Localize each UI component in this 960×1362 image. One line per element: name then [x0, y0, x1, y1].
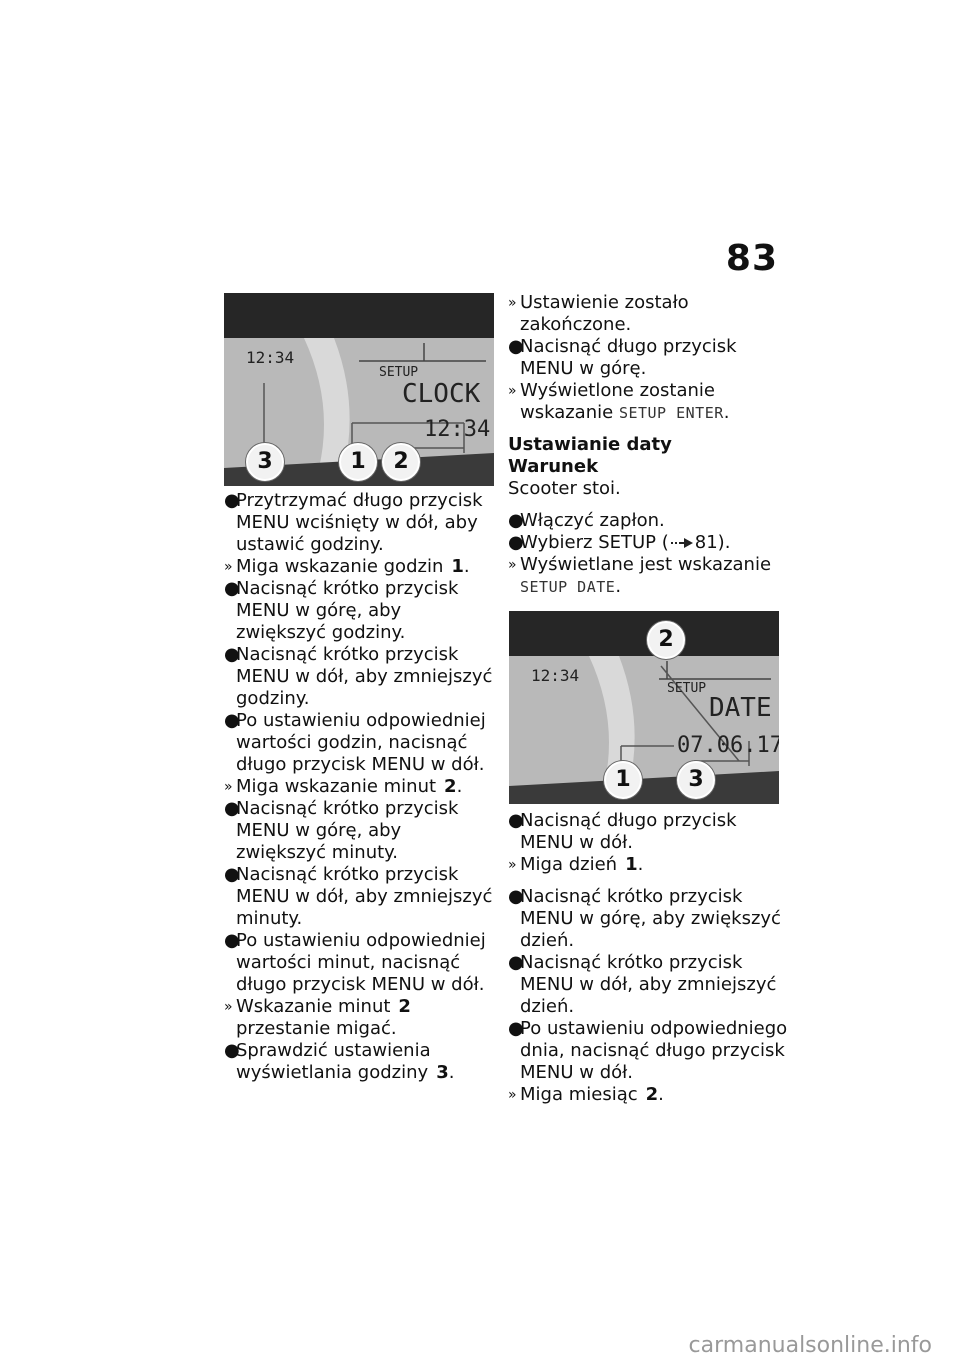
instruction-step: ●Nacisnąć krótko przycisk MENU w górę, a… — [224, 578, 459, 643]
instruction-step: ●Po ustawieniu odpowiedniej wartości min… — [224, 930, 486, 995]
setup-label: SETUP — [667, 681, 707, 696]
instruction-step: ●Sprawdzić ustawienia wyświetlania godzi… — [224, 1040, 455, 1083]
clock-big-readout: 12:34 — [424, 417, 491, 442]
instruction-step: ●Wybierz SETUP (81). — [508, 532, 731, 553]
callout-2: 2 — [647, 621, 685, 659]
instruction-step: ●Nacisnąć krótko przycisk MENU w dół, ab… — [508, 952, 777, 1017]
clock-small-readout: 12:34 — [531, 666, 580, 685]
instruction-step: ●Nacisnąć krótko przycisk MENU w górę, a… — [224, 798, 459, 863]
right-column-instructions-lower: ●Nacisnąć długo przycisk MENU w dół. »Mi… — [508, 810, 788, 1106]
instruction-step: ●Włączyć zapłon. — [508, 510, 665, 531]
left-column-instructions: ●Przytrzymać długo przycisk MENU wciśnię… — [224, 490, 496, 1084]
dashboard-date-figure: 12:34 SETUP DATE 07.06.17 2 1 3 — [509, 611, 779, 804]
condition-text: Scooter stoi. — [508, 478, 621, 499]
site-watermark: carmanualsonline.info — [688, 1333, 932, 1358]
callout-2: 2 — [382, 443, 420, 481]
instruction-step: ●Nacisnąć krótko przycisk MENU w dół, ab… — [224, 864, 493, 929]
instruction-step: ●Nacisnąć krótko przycisk MENU w górę, a… — [508, 886, 781, 951]
instruction-step: ●Przytrzymać długo przycisk MENU wciśnię… — [224, 490, 483, 555]
right-column-instructions: »Ustawienie zostało zakończone. ●Nacisną… — [508, 292, 788, 598]
instruction-step: ●Nacisnąć długo przycisk MENU w górę. — [508, 336, 737, 379]
callout-1: 1 — [604, 761, 642, 799]
result-step: »Wyświetlane jest wskazanie SETUP DATE. — [508, 554, 772, 597]
date-mode-label: DATE — [709, 693, 772, 723]
instruction-step: ●Nacisnąć krótko przycisk MENU w dół, ab… — [224, 644, 493, 709]
result-step: »Ustawienie zostało zakończone. — [508, 292, 689, 335]
callout-3: 3 — [677, 761, 715, 799]
result-step: »Wyświetlone zostanie wskazanie SETUP EN… — [508, 380, 730, 423]
page-reference-arrow-icon — [670, 538, 693, 548]
callout-1: 1 — [339, 443, 377, 481]
condition-heading: Warunek — [508, 456, 599, 477]
dashboard-frame-graphic — [509, 611, 779, 804]
callout-3: 3 — [246, 443, 284, 481]
instruction-step: ●Nacisnąć długo przycisk MENU w dół. — [508, 810, 737, 853]
dashboard-clock-figure: 12:34 SETUP CLOCK 12:34 3 1 2 — [224, 293, 494, 486]
clock-small-readout: 12:34 — [246, 348, 295, 367]
date-readout: 07.06.17 — [677, 733, 779, 758]
instruction-step: ●Po ustawieniu odpowiedniego dnia, nacis… — [508, 1018, 788, 1083]
page-number: 83 — [725, 238, 778, 279]
instruction-step: ●Po ustawieniu odpowiedniej wartości god… — [224, 710, 486, 775]
section-heading: Ustawianie daty — [508, 434, 672, 455]
clock-mode-label: CLOCK — [402, 379, 481, 409]
setup-label: SETUP — [379, 365, 419, 380]
